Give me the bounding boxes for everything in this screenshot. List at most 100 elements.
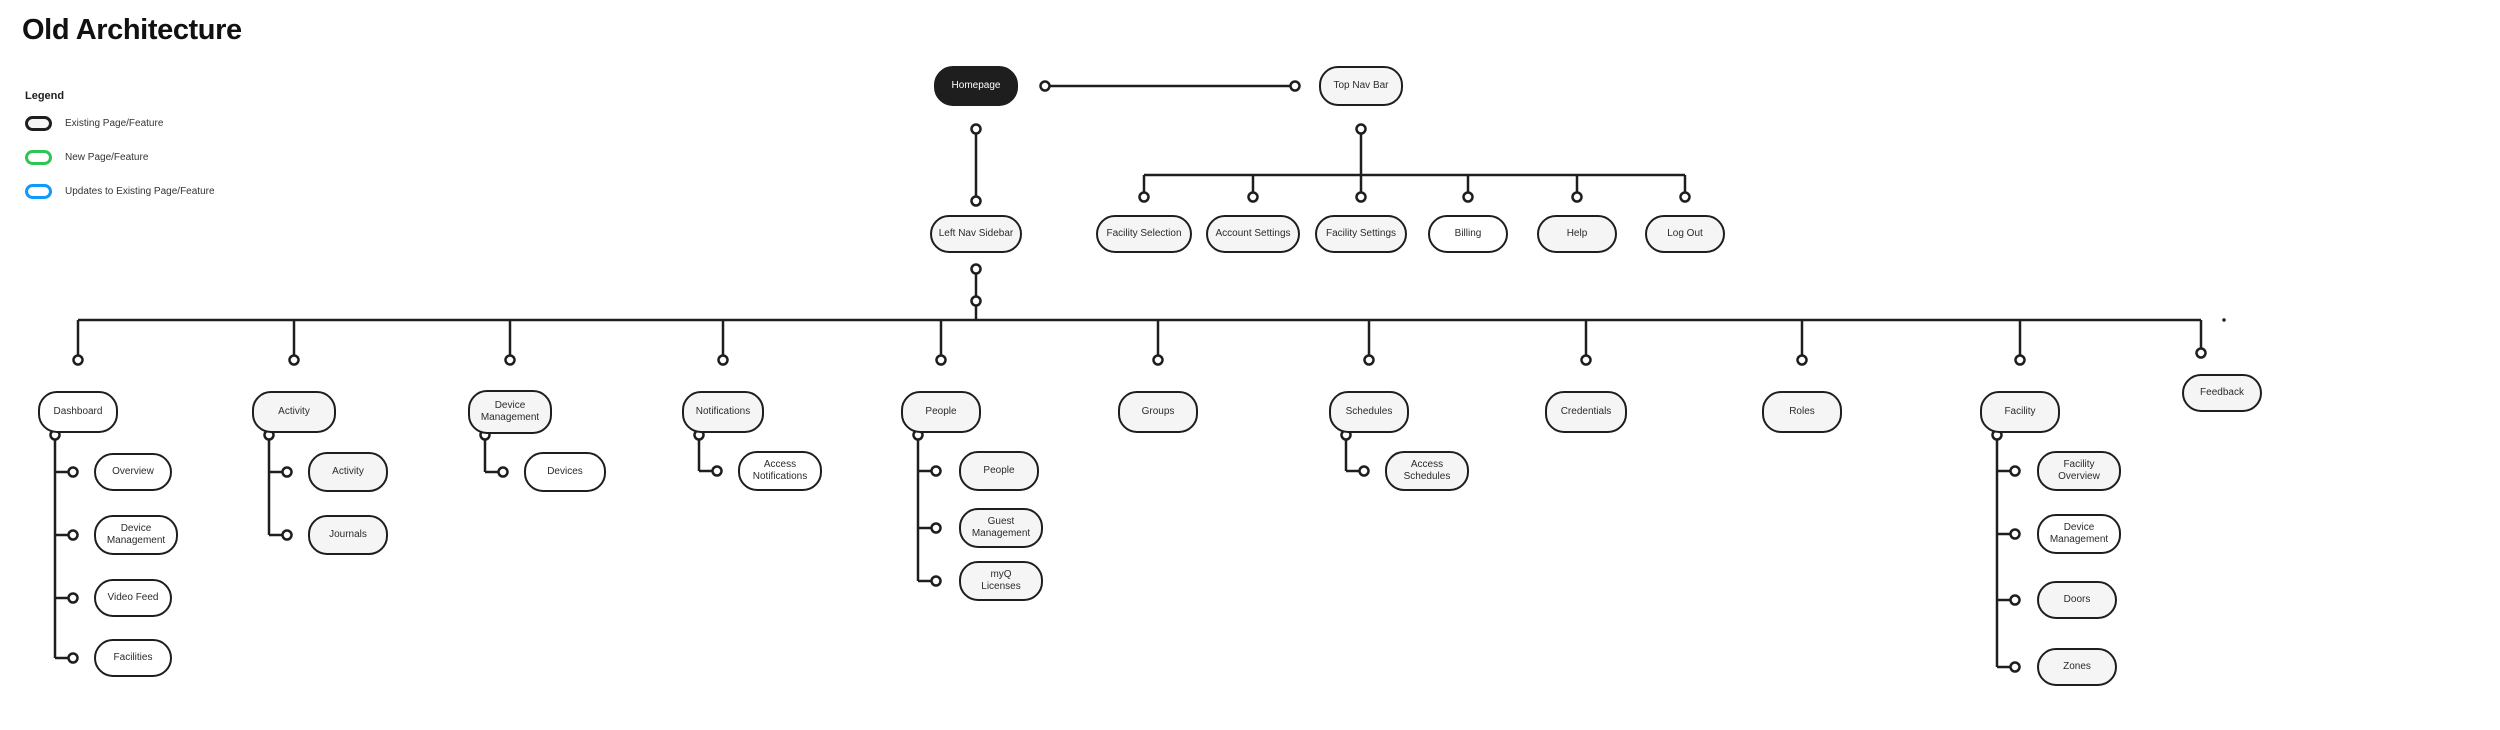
connector-endpoint-circle	[970, 195, 982, 207]
node-label: Facilities	[113, 651, 153, 663]
node-feedback[interactable]: Feedback	[2182, 374, 2262, 412]
node-dashboard-device-management[interactable]: Device Management	[94, 515, 178, 555]
node-facility-zones[interactable]: Zones	[2037, 648, 2117, 686]
node-groups[interactable]: Groups	[1118, 391, 1198, 433]
node-dashboard-overview[interactable]: Overview	[94, 453, 172, 491]
node-device-management[interactable]: Device Management	[468, 390, 552, 434]
legend-item-label: Updates to Existing Page/Feature	[65, 186, 215, 197]
connector-endpoint-circle	[1580, 354, 1592, 366]
node-label: Roles	[1789, 405, 1815, 417]
node-label: Overview	[112, 465, 154, 477]
node-people-guest-management[interactable]: Guest Management	[959, 508, 1043, 548]
node-schedules-access-schedules[interactable]: Access Schedules	[1385, 451, 1469, 491]
node-label: Account Settings	[1215, 227, 1291, 239]
node-label: Activity	[278, 405, 310, 417]
node-facility-selection[interactable]: Facility Selection	[1096, 215, 1192, 253]
node-dashboard[interactable]: Dashboard	[38, 391, 118, 433]
node-label: Access Schedules	[1403, 458, 1451, 483]
node-people-myq-licenses[interactable]: myQ Licenses	[959, 561, 1043, 601]
node-help[interactable]: Help	[1537, 215, 1617, 253]
node-label: Help	[1566, 227, 1588, 239]
node-label: Top Nav Bar	[1333, 79, 1389, 91]
connector-endpoint-circle	[1355, 191, 1367, 203]
node-people-people[interactable]: People	[959, 451, 1039, 491]
node-label: Guest Management	[971, 515, 1031, 540]
connector-endpoint-circle	[67, 652, 79, 664]
connector-endpoint-circle	[67, 466, 79, 478]
node-credentials[interactable]: Credentials	[1545, 391, 1627, 433]
connector-endpoint-circle	[2014, 354, 2026, 366]
node-label: Device Management	[106, 522, 166, 547]
node-log-out[interactable]: Log Out	[1645, 215, 1725, 253]
node-notifications-access-notifications[interactable]: Access Notifications	[738, 451, 822, 491]
node-facility-doors[interactable]: Doors	[2037, 581, 2117, 619]
node-label: Schedules	[1345, 405, 1393, 417]
connector-endpoint-circle	[930, 575, 942, 587]
connector-endpoint-circle	[711, 465, 723, 477]
node-account-settings[interactable]: Account Settings	[1206, 215, 1300, 253]
connector-endpoint-circle	[281, 529, 293, 541]
node-homepage[interactable]: Homepage	[934, 66, 1018, 106]
connector-endpoint-circle	[281, 466, 293, 478]
node-people[interactable]: People	[901, 391, 981, 433]
node-facility-facility-overview[interactable]: Facility Overview	[2037, 451, 2121, 491]
connector-endpoint-circle	[930, 522, 942, 534]
node-label: Activity	[332, 465, 364, 477]
connector-endpoint-circle	[2195, 347, 2207, 359]
node-label: Video Feed	[107, 591, 159, 603]
node-activity-journals[interactable]: Journals	[308, 515, 388, 555]
connector-endpoint-circle	[970, 295, 982, 307]
connector-endpoint-circle	[1679, 191, 1691, 203]
connector-endpoint-circle	[67, 592, 79, 604]
node-label: Zones	[2063, 660, 2091, 672]
connector-endpoint-circle	[1289, 80, 1301, 92]
node-label: Billing	[1454, 227, 1482, 239]
stray-dot	[2222, 318, 2226, 322]
node-label: Doors	[2063, 593, 2091, 605]
node-label: Feedback	[2200, 386, 2244, 398]
node-label: Homepage	[951, 79, 1001, 91]
node-facility-device-management[interactable]: Device Management	[2037, 514, 2121, 554]
node-label: Dashboard	[53, 405, 103, 417]
node-label: Device Management	[480, 399, 540, 424]
node-dashboard-facilities[interactable]: Facilities	[94, 639, 172, 677]
node-roles[interactable]: Roles	[1762, 391, 1842, 433]
node-notifications[interactable]: Notifications	[682, 391, 764, 433]
legend-pill-icon	[25, 150, 52, 165]
connector-endpoint-circle	[717, 354, 729, 366]
legend-pill-icon	[25, 116, 52, 131]
node-dashboard-video-feed[interactable]: Video Feed	[94, 579, 172, 617]
node-facility[interactable]: Facility	[1980, 391, 2060, 433]
node-facility-settings[interactable]: Facility Settings	[1315, 215, 1407, 253]
connector-endpoint-circle	[497, 466, 509, 478]
node-device-management-devices[interactable]: Devices	[524, 452, 606, 492]
page-title: Old Architecture	[22, 14, 242, 46]
connector-endpoint-circle	[1796, 354, 1808, 366]
node-label: Device Management	[2049, 521, 2109, 546]
node-top-nav-bar[interactable]: Top Nav Bar	[1319, 66, 1403, 106]
connector-endpoint-circle	[2009, 528, 2021, 540]
node-label: Facility Overview	[2058, 458, 2100, 483]
node-label: Notifications	[695, 405, 751, 417]
connector-endpoint-circle	[288, 354, 300, 366]
node-billing[interactable]: Billing	[1428, 215, 1508, 253]
node-left-nav-sidebar[interactable]: Left Nav Sidebar	[930, 215, 1022, 253]
connector-endpoint-circle	[2009, 661, 2021, 673]
connector-endpoint-circle	[1039, 80, 1051, 92]
node-label: Credentials	[1560, 405, 1612, 417]
legend-item: New Page/Feature	[25, 150, 215, 165]
connector-endpoint-circle	[1355, 123, 1367, 135]
connector-endpoint-circle	[1363, 354, 1375, 366]
connector-endpoint-circle	[2009, 465, 2021, 477]
node-activity[interactable]: Activity	[252, 391, 336, 433]
connector-endpoint-circle	[1571, 191, 1583, 203]
node-schedules[interactable]: Schedules	[1329, 391, 1409, 433]
connector-endpoint-circle	[504, 354, 516, 366]
connector-endpoint-circle	[67, 529, 79, 541]
node-activity-activity[interactable]: Activity	[308, 452, 388, 492]
node-label: Access Notifications	[752, 458, 808, 483]
node-label: Facility	[2004, 405, 2036, 417]
